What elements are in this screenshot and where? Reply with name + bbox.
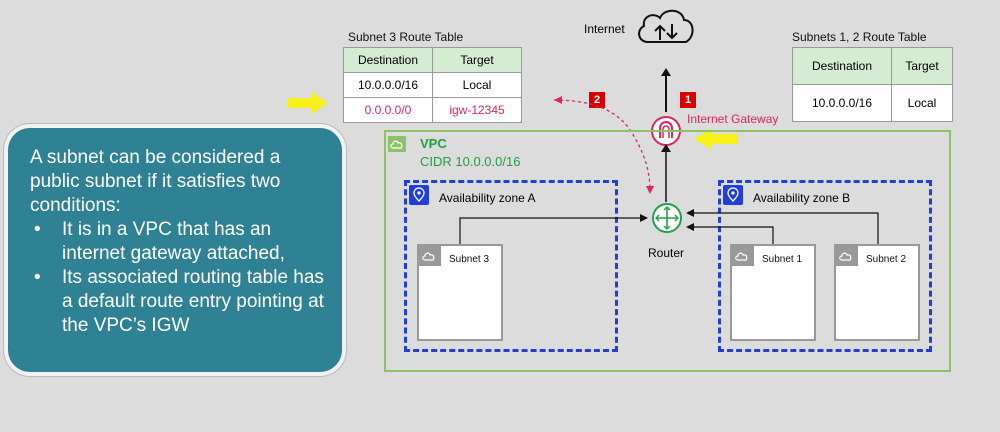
column-header: Target [432, 47, 522, 73]
info-point: It is in a VPC that has an internet gate… [30, 218, 328, 266]
info-point: Its associated routing table has a defau… [30, 266, 328, 338]
location-pin-icon [409, 185, 429, 205]
column-header: Destination [792, 47, 892, 85]
table-cell: 0.0.0.0/0 [343, 97, 433, 123]
location-pin-icon [723, 185, 743, 205]
table-row: 10.0.0.0/16 Local [343, 72, 522, 98]
subnet-1: Subnet 1 [730, 244, 816, 341]
subnet12-table-title: Subnets 1, 2 Route Table [792, 30, 927, 44]
highlight-arrow-icon [694, 128, 738, 150]
subnet3-route-table: Destination Target 10.0.0.0/16 Local 0.0… [343, 47, 522, 123]
internet-label: Internet [584, 22, 625, 36]
arrow-up-icon [661, 68, 671, 112]
table-cell: Local [891, 84, 953, 122]
availability-zone-b: Availability zone B [718, 180, 932, 352]
vpc-container: VPC CIDR 10.0.0.0/16 [384, 130, 951, 372]
internet-gateway-label: Internet Gateway [687, 112, 779, 126]
table-cell: igw-12345 [432, 97, 522, 123]
subnet-label: Subnet 3 [449, 254, 490, 265]
step-badge: 1 [680, 92, 696, 108]
subnet-icon [419, 246, 441, 266]
subnet-label: Subnet 1 [762, 254, 803, 265]
subnet12-route-table: Destination Target 10.0.0.0/16 Local [792, 47, 953, 122]
az-a-label: Availability zone A [439, 191, 536, 205]
subnet3-table-title: Subnet 3 Route Table [348, 30, 464, 44]
table-cell: 10.0.0.0/16 [343, 72, 433, 98]
subnet-label: Subnet 2 [866, 254, 907, 265]
column-header: Target [891, 47, 953, 85]
subnet-3: Subnet 3 [417, 244, 503, 341]
vpc-cidr: CIDR 10.0.0.0/16 [420, 154, 521, 169]
router-label: Router [648, 246, 685, 260]
table-cell: 10.0.0.0/16 [792, 84, 892, 122]
route-association-connector [553, 96, 654, 194]
router-icon [652, 203, 682, 233]
table-row: 0.0.0.0/0 igw-12345 [343, 97, 522, 123]
cloud-icon [638, 9, 694, 43]
column-header: Destination [343, 47, 433, 73]
subnet-icon [836, 246, 858, 266]
az-b-label: Availability zone B [753, 191, 851, 205]
highlight-arrow-icon [288, 92, 328, 114]
subnet-icon [732, 246, 754, 266]
info-intro: A subnet can be considered a public subn… [30, 147, 281, 216]
info-callout: A subnet can be considered a public subn… [8, 128, 342, 372]
subnet-2: Subnet 2 [834, 244, 920, 341]
vpc-icon [388, 136, 406, 152]
availability-zone-a: Availability zone A [404, 180, 618, 352]
table-cell: Local [432, 72, 522, 98]
table-row: 10.0.0.0/16 Local [792, 84, 953, 122]
info-list: It is in a VPC that has an internet gate… [30, 218, 328, 338]
step-badge: 2 [589, 92, 605, 108]
vpc-label: VPC [420, 136, 447, 151]
